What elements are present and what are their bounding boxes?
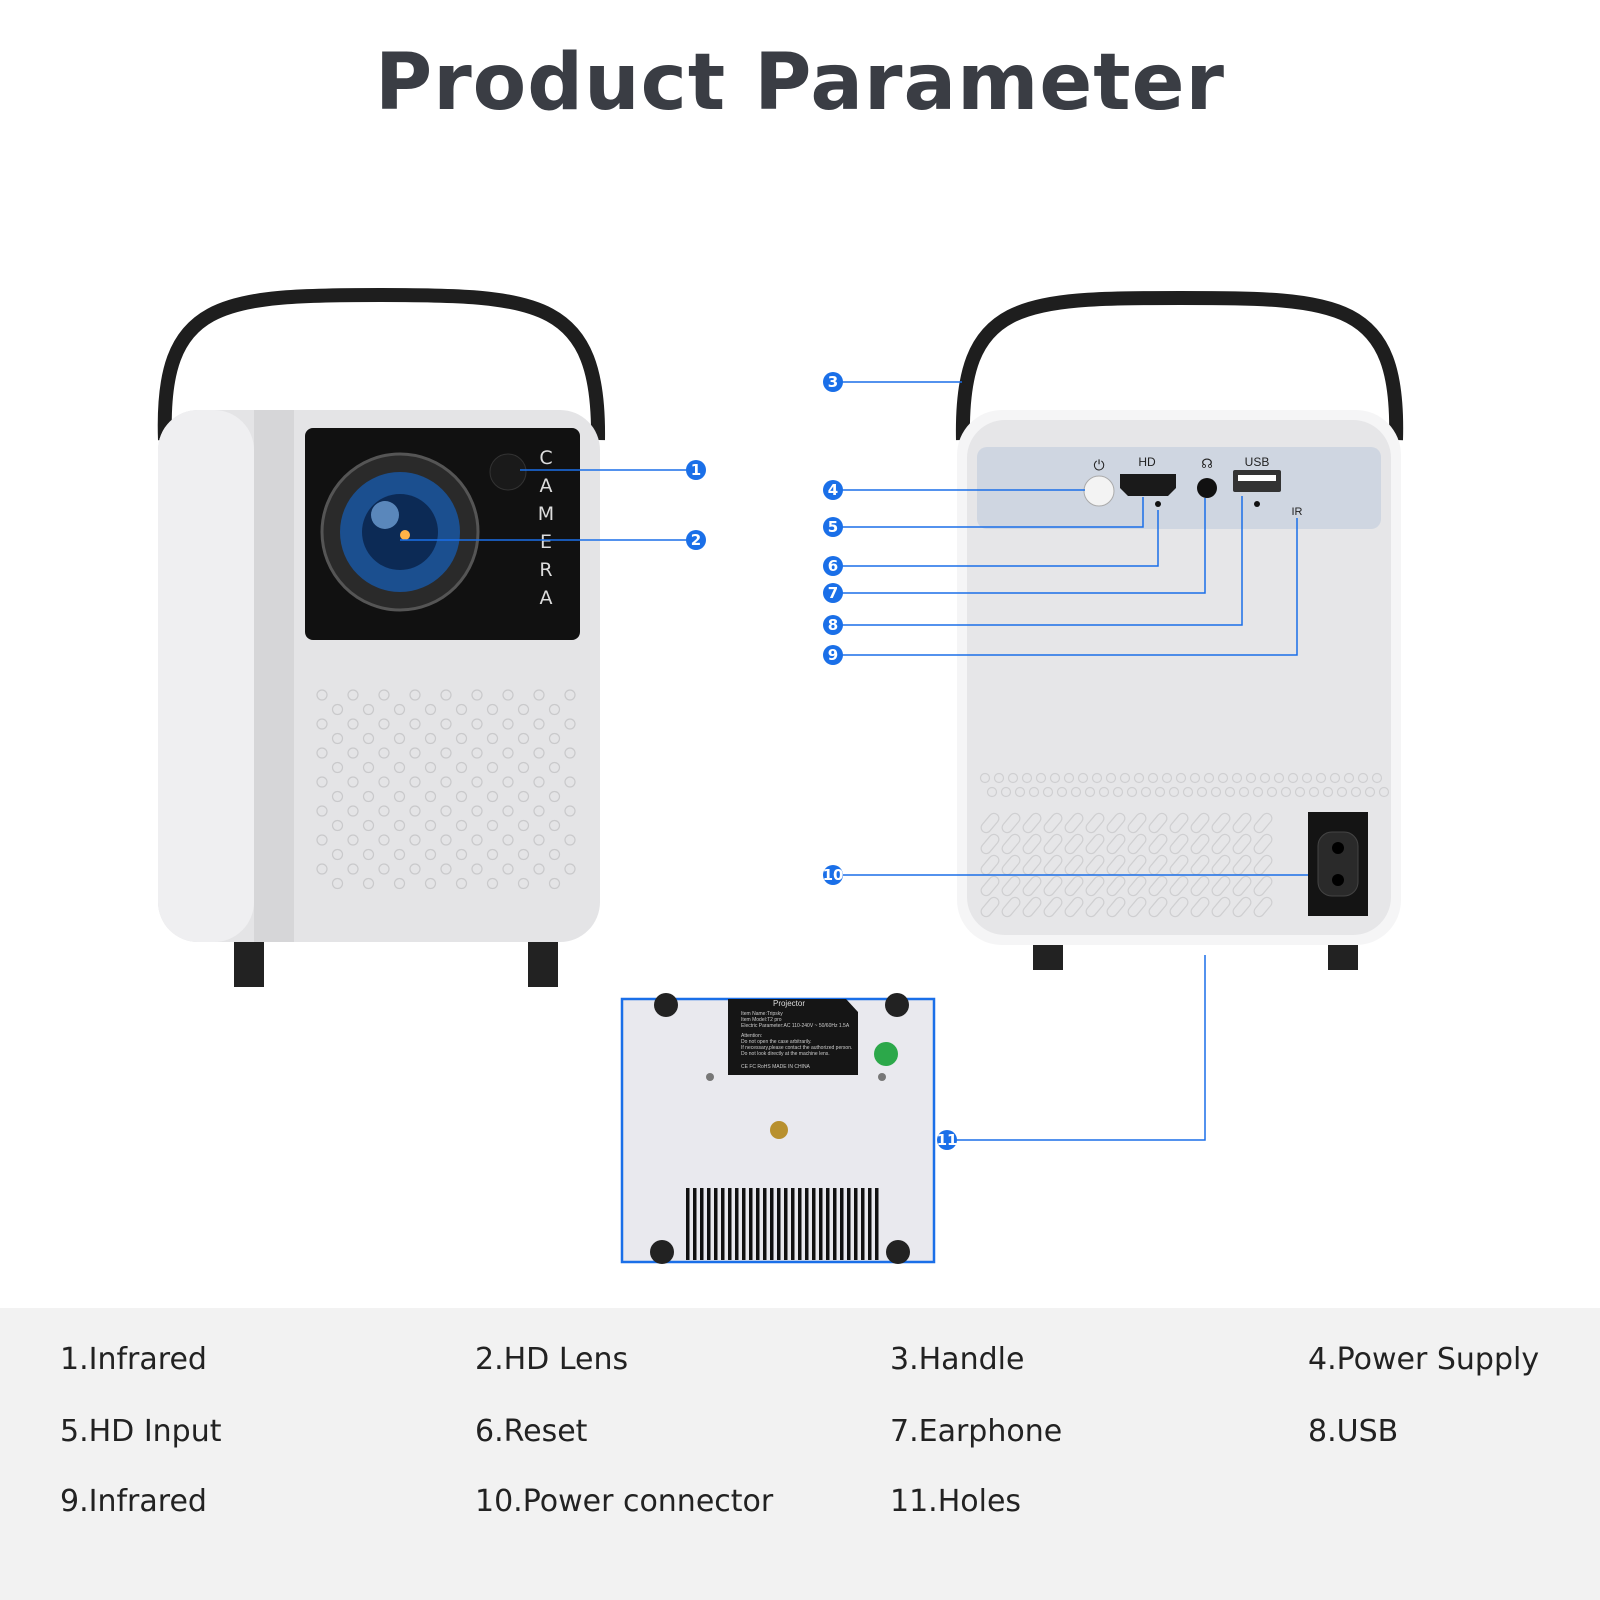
callout-markers: 1 2 3 4 5 6 7 8 9 10 11 [686,372,957,1150]
vent-holes [979,772,1390,918]
legend-item: 4.Power Supply [1308,1342,1540,1377]
infrared-sensor [489,453,527,491]
page-title: Product Parameter [375,38,1225,128]
callout-number: 6 [828,557,838,575]
bottom-vent-slots [686,1188,879,1260]
info-sticker [728,999,858,1075]
callout-number: 8 [828,616,838,634]
legend-item: 1.Infrared [60,1342,207,1377]
callout-number: 4 [828,481,838,499]
svg-text:R: R [539,559,552,581]
svg-text:CE FC RoHS MADE IN CHINA: CE FC RoHS MADE IN CHINA [741,1064,811,1070]
legend-item: 9.Infrared [60,1484,207,1519]
svg-text:Projector: Projector [773,999,805,1008]
legend-item: 5.HD Input [60,1414,222,1449]
callout-11: 11 [937,1130,958,1150]
svg-text:A: A [540,475,553,497]
callout-8: 8 [823,615,843,635]
svg-text:Item Model:T2 pro: Item Model:T2 pro [741,1017,782,1023]
svg-text:Item Name:Tripsky: Item Name:Tripsky [741,1011,783,1017]
callout-5: 5 [823,517,843,537]
parameter-legend: 1.Infrared 2.HD Lens 3.Handle 4.Power Su… [0,1308,1600,1600]
legend-item: 7.Earphone [890,1414,1063,1449]
svg-text:Attention:: Attention: [741,1033,762,1039]
svg-text:If necessary,please contact th: If necessary,please contact the authoriz… [741,1045,852,1051]
callout-number: 3 [828,373,838,391]
front-projector: C A M E R A [157,287,606,987]
legend-item: 6.Reset [475,1414,588,1449]
svg-text:Do not look directly at the ma: Do not look directly at the machine lens… [741,1051,830,1057]
callout-7: 7 [823,583,843,603]
callout-number: 7 [828,584,838,602]
tripod-hole [770,1121,788,1139]
callout-number: 10 [823,866,844,884]
callout-number: 2 [691,531,701,549]
callout-number: 1 [691,461,701,479]
headphone-icon: ☊ [1201,456,1213,471]
svg-text:E: E [540,531,552,553]
legend-item: 8.USB [1308,1414,1399,1449]
callout-number: 9 [828,646,838,664]
callout-number: 11 [937,1131,958,1149]
callout-10: 10 [823,865,844,885]
svg-text:Do not open the case arbitrari: Do not open the case arbitrarily. [741,1039,812,1045]
svg-text:HD: HD [1138,455,1156,469]
power-button [1083,475,1115,507]
callout-lines [400,381,1308,1141]
bottom-view: Projector Item Name:Tripsky Item Model:T… [620,993,936,1264]
hdmi-port [1120,474,1176,496]
callout-9: 9 [823,645,843,665]
callout-4: 4 [823,480,843,500]
product-diagram: C A M E R A ⏻ HD ☊ USB IR [157,287,1404,1264]
svg-text:Electric Parameter:AC 110-240V: Electric Parameter:AC 110-240V ~ 50/60Hz… [741,1023,850,1029]
svg-text:IR: IR [1292,506,1303,518]
callout-3: 3 [823,372,843,392]
svg-text:USB: USB [1245,455,1270,469]
earphone-jack [1197,478,1217,498]
callout-1: 1 [686,460,706,480]
back-projector: ⏻ HD ☊ USB IR [955,290,1404,970]
camera-label: C A M E R A [538,447,554,609]
svg-text:M: M [538,503,554,525]
legend-item: 3.Handle [890,1342,1025,1377]
io-panel [977,447,1381,529]
speaker-holes [316,689,576,890]
legend-item: 2.HD Lens [475,1342,629,1377]
callout-2: 2 [686,530,706,550]
svg-text:C: C [539,447,552,469]
callout-6: 6 [823,556,843,576]
legend-item: 10.Power connector [475,1484,774,1519]
legend-item: 11.Holes [890,1484,1022,1519]
power-icon: ⏻ [1093,457,1104,473]
callout-number: 5 [828,518,838,536]
svg-text:A: A [540,587,553,609]
reset-hole [1155,501,1161,507]
